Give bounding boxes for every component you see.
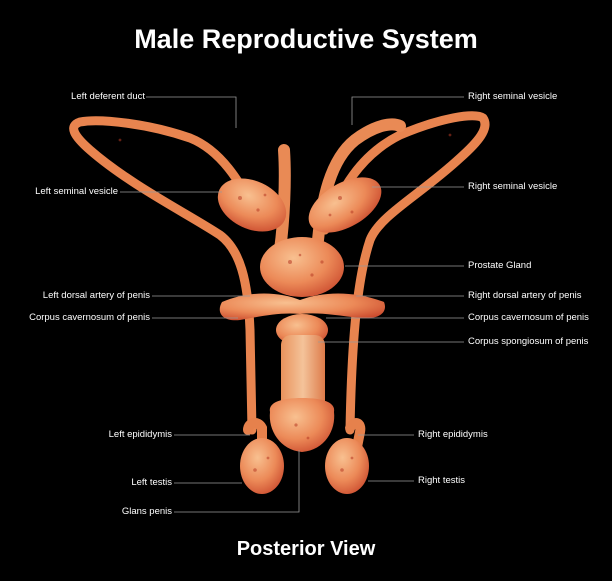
penile-crura	[219, 293, 385, 321]
label-right-dorsal-artery: Right dorsal artery of penis	[468, 290, 582, 301]
label-left-epididymis: Left epididymis	[108, 429, 172, 440]
right-testis	[325, 438, 369, 494]
diagram-title: Male Reproductive System	[134, 24, 478, 54]
left-epididymis	[243, 418, 267, 457]
left-seminal-vesicle	[217, 178, 287, 232]
right-deferent-duct	[320, 111, 490, 435]
label-right-testis: Right testis	[418, 475, 465, 486]
label-left-deferent-duct: Left deferent duct	[71, 91, 145, 102]
label-left-seminal-vesicle: Left seminal vesicle	[35, 186, 118, 197]
leader-lines	[120, 96, 464, 513]
label-right-seminal-vesicle: Right seminal vesicle	[468, 181, 558, 192]
right-epididymis	[345, 418, 366, 457]
label-right-corpus-cavernosum: Corpus cavernosum of penis	[468, 312, 589, 323]
glans-penis	[269, 398, 335, 452]
left-testis	[240, 438, 284, 494]
label-left-corpus-cavernosum: Corpus cavernosum of penis	[29, 312, 150, 323]
label-corpus-spongiosum: Corpus spongiosum of penis	[468, 336, 589, 347]
left-deferent-duct	[69, 116, 263, 435]
label-left-testis: Left testis	[131, 477, 172, 488]
label-left-dorsal-artery: Left dorsal artery of penis	[42, 290, 150, 301]
left-seminal-vesicle-duct	[274, 144, 291, 256]
label-prostate-gland: Prostate Gland	[468, 260, 532, 271]
label-right-epididymis: Right epididymis	[418, 429, 488, 440]
right-seminal-vesicle	[308, 177, 382, 233]
view-subtitle: Posterior View	[236, 538, 376, 560]
label-glans-penis: Glans penis	[121, 506, 172, 517]
label-right-seminal-vesicle-top: Right seminal vesicle	[468, 91, 558, 102]
prostate-gland	[260, 237, 344, 297]
tissue-speckles	[118, 133, 452, 472]
